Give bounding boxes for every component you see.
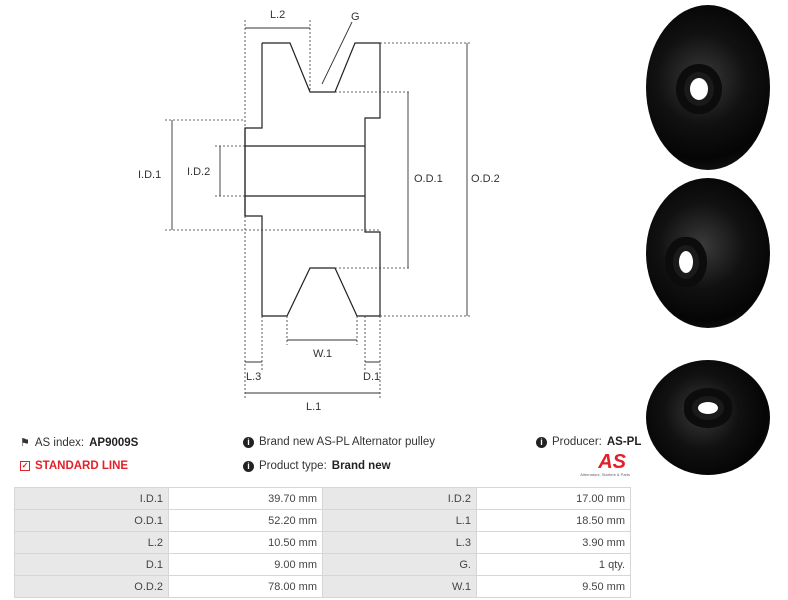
tag-icon: ⚑ bbox=[20, 437, 30, 449]
as-pl-logo: AS Alternators, Starters & Parts bbox=[580, 452, 630, 477]
label-l2: L.2 bbox=[270, 9, 285, 21]
spec-label: O.D.1 bbox=[13, 509, 170, 532]
spec-value: 39.70 mm bbox=[168, 487, 324, 510]
as-index-label: AS index: bbox=[34, 436, 85, 449]
spec-label: L.2 bbox=[13, 531, 170, 554]
info-icon: i bbox=[243, 436, 254, 448]
spec-label: W.1 bbox=[322, 575, 477, 598]
pulley-dimension-diagram: L.2 G I.D.1 I.D.2 O.D.1 O.D.2 W.1 L.3 D.… bbox=[138, 9, 500, 413]
spec-value: 10.50 mm bbox=[168, 531, 324, 554]
label-id2: I.D.2 bbox=[187, 166, 210, 178]
spec-value: 9.50 mm bbox=[475, 575, 632, 598]
label-w1: W.1 bbox=[313, 348, 332, 360]
producer-label: Producer: bbox=[552, 436, 602, 448]
info-icon: i bbox=[536, 436, 547, 448]
description: i Brand new AS-PL Alternator pulley bbox=[243, 436, 435, 448]
logo-mark: AS bbox=[598, 451, 626, 473]
spec-value: 78.00 mm bbox=[168, 575, 324, 598]
as-index: ⚑ AS index: AP9009S bbox=[20, 436, 139, 450]
spec-value: 52.20 mm bbox=[168, 509, 324, 532]
as-index-value: AP9009S bbox=[89, 436, 139, 449]
spec-label: L.1 bbox=[322, 509, 477, 532]
label-od1: O.D.1 bbox=[414, 173, 443, 185]
standard-line-badge: ✓ STANDARD LINE bbox=[20, 460, 128, 472]
spec-label: I.D.2 bbox=[322, 487, 477, 510]
spec-value: 17.00 mm bbox=[475, 487, 632, 510]
spec-value: 9.00 mm bbox=[168, 553, 324, 576]
product-type: i Product type: Brand new bbox=[243, 460, 391, 472]
spec-label: O.D.2 bbox=[13, 575, 170, 598]
spec-label: I.D.1 bbox=[13, 487, 170, 510]
spec-label: D.1 bbox=[13, 553, 170, 576]
product-type-value: Brand new bbox=[331, 460, 391, 472]
standard-line-label: STANDARD LINE bbox=[35, 460, 129, 472]
producer-value: AS-PL bbox=[606, 436, 642, 448]
spec-label: G. bbox=[322, 553, 477, 576]
spec-value: 18.50 mm bbox=[475, 509, 632, 532]
label-od2: O.D.2 bbox=[471, 173, 500, 185]
spec-label: L.3 bbox=[322, 531, 477, 554]
logo-tagline: Alternators, Starters & Parts bbox=[580, 472, 630, 477]
label-g: G bbox=[351, 11, 360, 23]
checkbox-icon: ✓ bbox=[20, 461, 30, 471]
label-d1: D.1 bbox=[363, 371, 380, 383]
spec-value: 1 qty. bbox=[475, 553, 632, 576]
label-id1: I.D.1 bbox=[138, 169, 161, 181]
label-l1: L.1 bbox=[306, 401, 321, 413]
spec-value: 3.90 mm bbox=[475, 531, 632, 554]
description-text: Brand new AS-PL Alternator pulley bbox=[259, 436, 436, 448]
producer: i Producer: AS-PL bbox=[536, 436, 641, 448]
info-icon: i bbox=[243, 460, 254, 472]
label-l3: L.3 bbox=[246, 371, 261, 383]
product-type-label: Product type: bbox=[259, 460, 327, 472]
